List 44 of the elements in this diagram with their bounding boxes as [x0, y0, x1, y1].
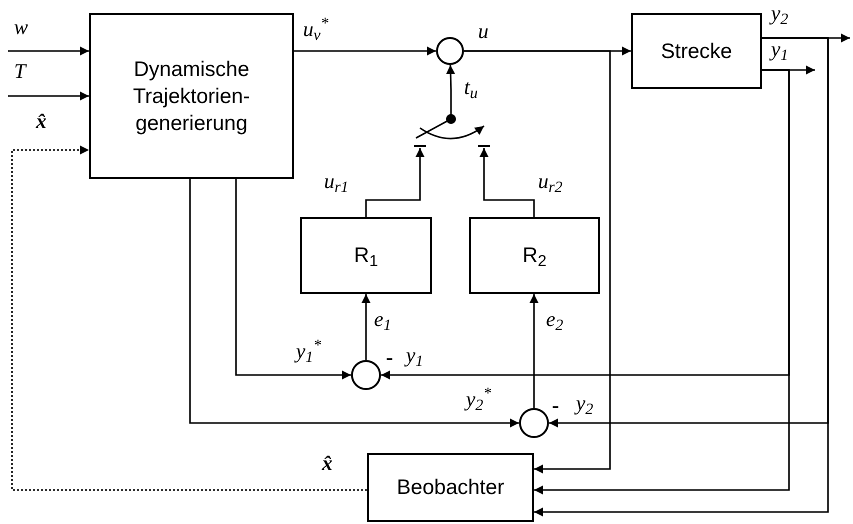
- arrow: [464, 50, 611, 474]
- summing-junction: [436, 37, 464, 65]
- sign-label: -: [552, 392, 559, 418]
- arrow: [8, 92, 89, 100]
- observer-block: [367, 453, 534, 522]
- arrow: [294, 46, 436, 56]
- arrow: [534, 69, 790, 494]
- signal-label: y$_{1}$: [771, 36, 788, 62]
- dotted-arrow: [11, 146, 367, 491]
- signal-label: t$_{u}$: [464, 74, 478, 100]
- arrow: [235, 179, 351, 380]
- process-block: [89, 13, 294, 179]
- process-block: [631, 13, 762, 89]
- signal-label: u$_{r1}$: [324, 168, 349, 194]
- block-label: Dynamische Trajektorien- generierung: [132, 56, 252, 136]
- arrow: [534, 37, 829, 516]
- signal-label: w: [14, 14, 28, 40]
- arrow: [189, 179, 519, 428]
- signal-label: e$_{1}$: [374, 306, 392, 332]
- signal-label: y$_{2}$: [771, 0, 788, 26]
- signal-label: T: [14, 58, 26, 84]
- signal-label: e$_{2}$: [546, 306, 564, 332]
- controller-block: [300, 217, 432, 294]
- signal-label: u: [478, 18, 488, 44]
- block-label: R$_{1}$: [353, 243, 379, 269]
- block-label: Beobachter: [396, 475, 506, 501]
- arrow: [446, 64, 456, 112]
- arrow: [365, 148, 424, 217]
- switch-symbol: [412, 112, 492, 148]
- signal-label: x̂: [36, 108, 46, 134]
- block-label: Strecke: [660, 38, 734, 64]
- arrow: [8, 46, 89, 56]
- signal-label: x̂: [322, 450, 332, 476]
- arrow: [480, 148, 535, 217]
- summing-junction: [519, 408, 549, 438]
- arrow: [530, 294, 538, 408]
- block-label: R$_{2}$: [522, 243, 548, 269]
- signal-label: u$_{r2}$: [538, 168, 563, 194]
- summing-junction: [351, 360, 381, 390]
- controller-block: [469, 217, 600, 294]
- arrow: [362, 294, 370, 360]
- sign-label: -: [386, 344, 393, 370]
- signal-label: y$_{2}$: [576, 390, 594, 416]
- signal-label: y$_{1}$: [406, 342, 424, 368]
